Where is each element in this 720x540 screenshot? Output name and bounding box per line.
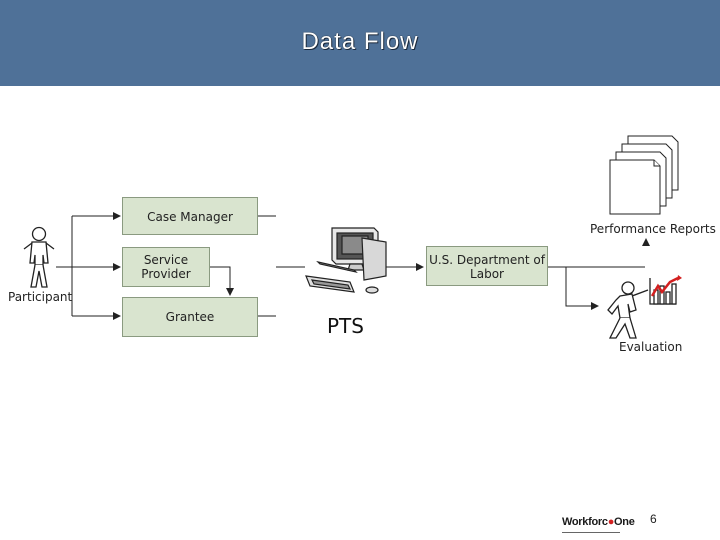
evaluation-label: Evaluation xyxy=(619,340,683,354)
service-provider-label-line2: Provider xyxy=(141,267,191,281)
logo-text-b: One xyxy=(614,516,635,528)
pts-label: PTS xyxy=(327,314,364,338)
header-banner xyxy=(0,0,720,86)
provider-to-grantee-arrow xyxy=(210,266,234,296)
logo-text-a: Workforc xyxy=(562,516,608,528)
boxes-to-pts-lines xyxy=(258,215,305,317)
participant-arrows xyxy=(56,212,121,320)
person-icon xyxy=(23,226,55,288)
grantee-box: Grantee xyxy=(122,297,258,337)
case-manager-label: Case Manager xyxy=(147,210,233,224)
documents-icon xyxy=(609,135,679,215)
case-manager-box: Case Manager xyxy=(122,197,258,235)
dol-label-line1: U.S. Department of xyxy=(429,253,545,267)
participant-label: Participant xyxy=(8,290,73,304)
page-title: Data Flow xyxy=(301,28,419,55)
reports-up-arrow xyxy=(642,238,650,246)
dol-box: U.S. Department of Labor xyxy=(426,246,548,286)
dol-label-line2: Labor xyxy=(470,267,504,281)
grantee-label: Grantee xyxy=(165,310,215,324)
service-provider-box: Service Provider xyxy=(122,247,210,287)
presenter-chart-icon xyxy=(607,275,682,339)
page-number: 6 xyxy=(650,512,657,526)
performance-reports-label: Performance Reports xyxy=(590,222,716,236)
logo-mark-icon: ● xyxy=(607,516,615,528)
service-provider-label-line1: Service xyxy=(143,253,189,267)
workforce-one-logo: Workforc●One xyxy=(562,512,635,536)
computer-icon xyxy=(305,227,387,294)
logo-underline xyxy=(562,532,620,533)
dol-outputs xyxy=(548,266,645,310)
